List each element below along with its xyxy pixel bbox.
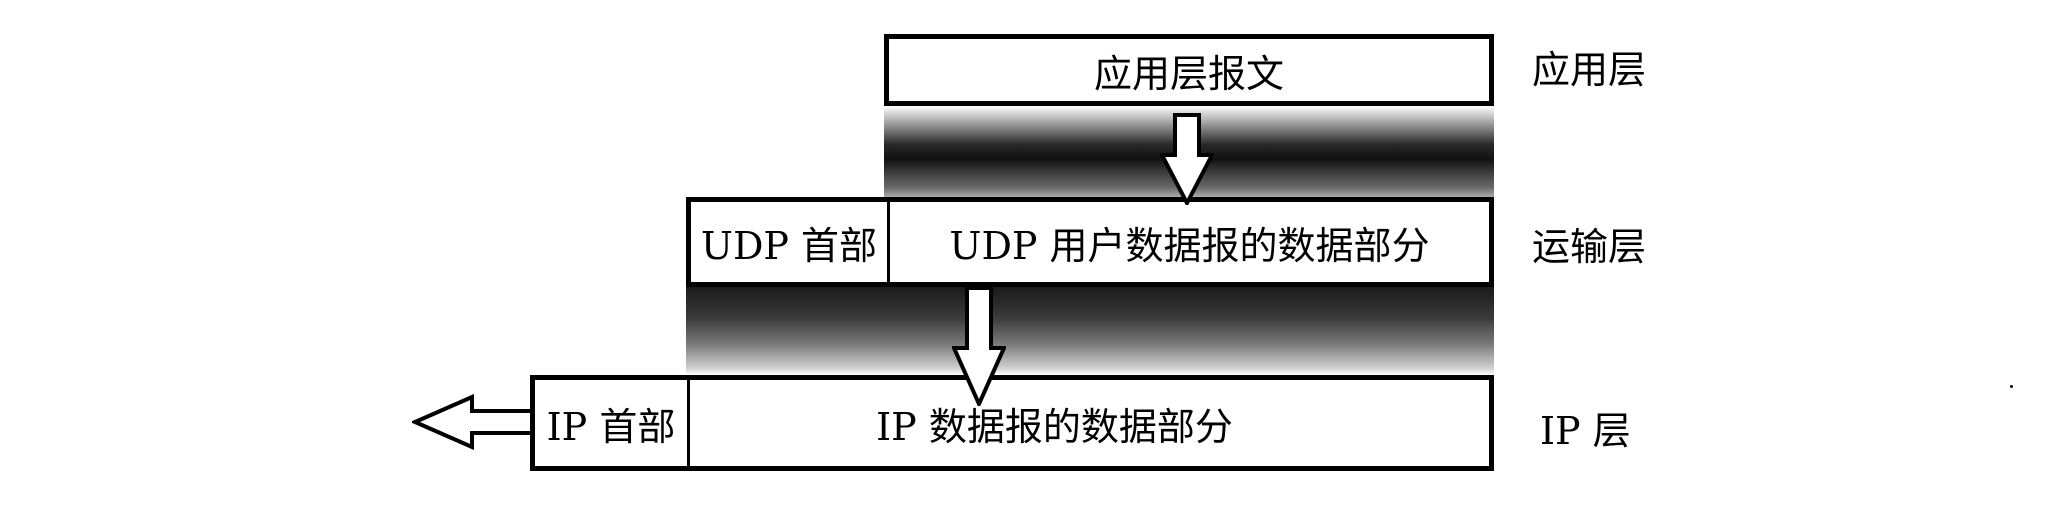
udp-header-cell: UDP 首部 — [700, 223, 878, 268]
down-arrow-icon — [1160, 113, 1214, 205]
udp-datagram-box: UDP 首部 UDP 用户数据报的数据部分 — [686, 197, 1494, 287]
udp-header-divider — [887, 202, 890, 282]
ip-data-cell: IP 数据报的数据部分 — [876, 404, 1233, 449]
application-message-label: 应用层报文 — [1093, 51, 1284, 96]
stray-dot — [2010, 385, 2013, 388]
left-arrow-icon — [412, 394, 534, 450]
transport-to-ip-shade — [686, 287, 1494, 375]
ip-datagram-box: IP 首部 IP 数据报的数据部分 — [530, 375, 1494, 471]
udp-data-cell: UDP 用户数据报的数据部分 — [949, 223, 1430, 268]
transport-layer-label: 运输层 — [1532, 225, 1647, 269]
application-layer-label: 应用层 — [1532, 48, 1647, 92]
ip-layer-label: IP 层 — [1540, 409, 1631, 453]
application-message-box: 应用层报文 — [884, 34, 1494, 106]
ip-header-cell: IP 首部 — [546, 404, 676, 449]
down-arrow-icon — [952, 286, 1006, 406]
ip-header-divider — [687, 380, 690, 466]
